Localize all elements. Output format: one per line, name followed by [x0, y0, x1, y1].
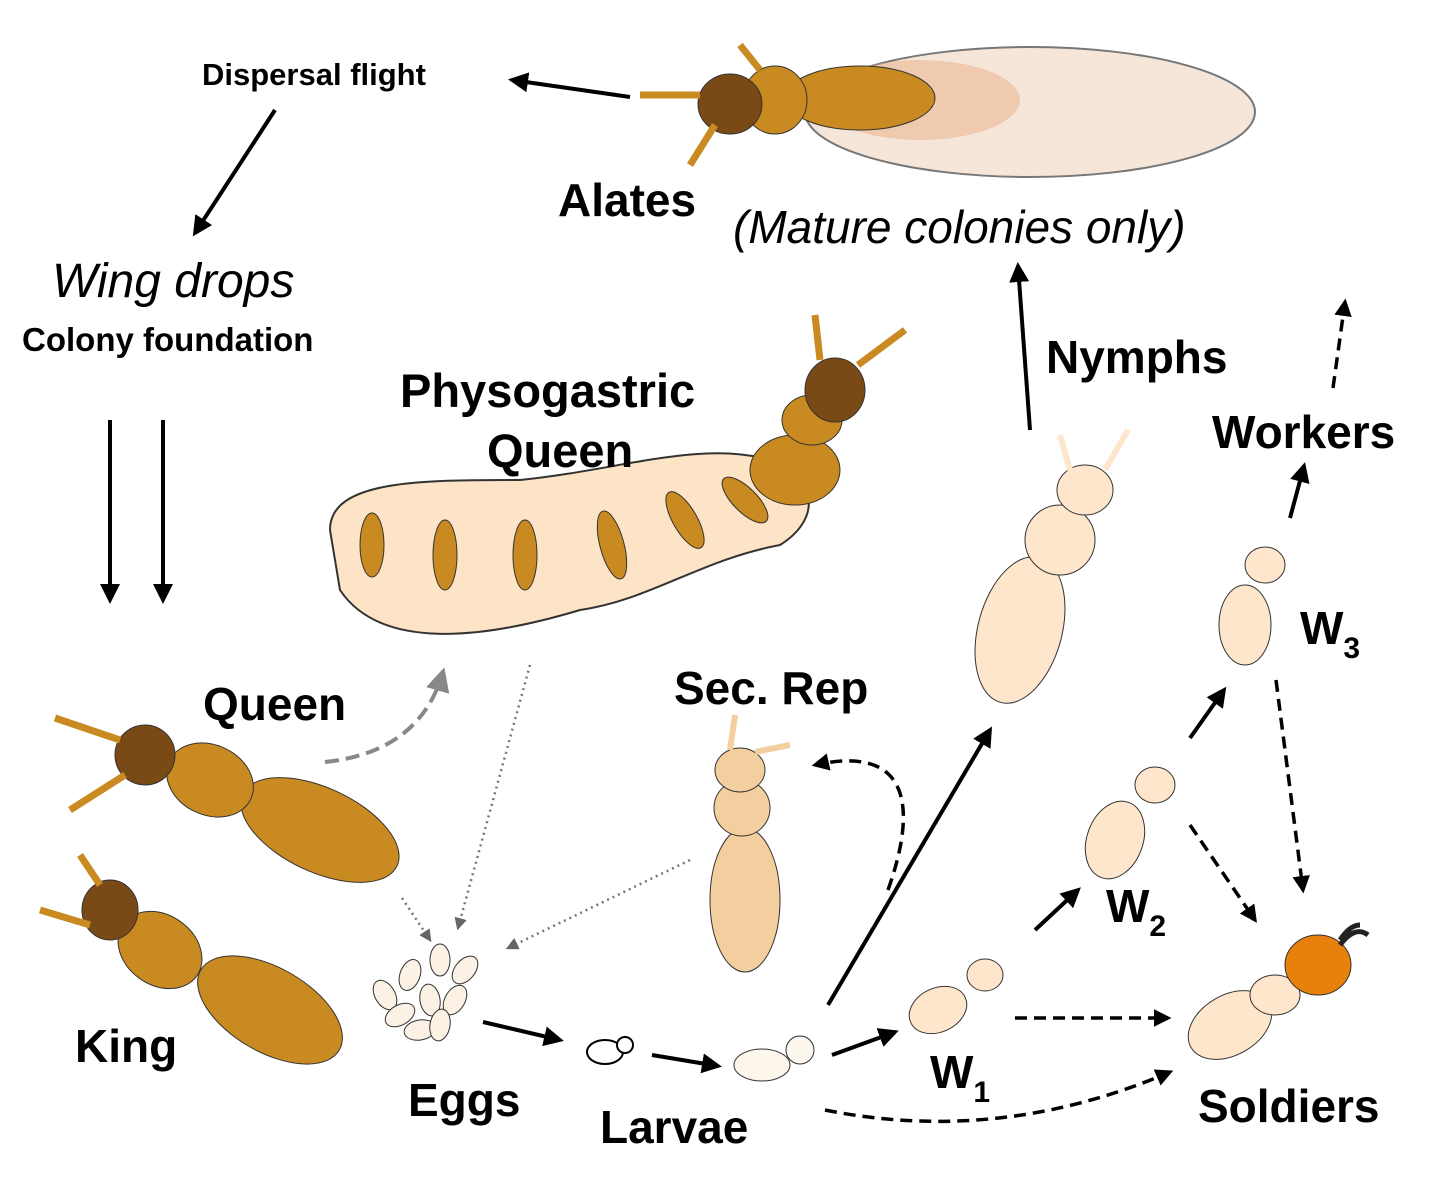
label-eggs: Eggs [408, 1074, 520, 1126]
arrow-larva-to-w1 [831, 1028, 899, 1057]
arrow-nymphs-to-alates [1009, 262, 1032, 431]
dashed-arrows [811, 298, 1352, 1124]
arrow-larva-to-soldiers [824, 1069, 1174, 1124]
alate-termite-illustration [640, 42, 1256, 178]
w1-worker-illustration [908, 958, 1004, 1035]
arrow-workers-to-alates [1331, 298, 1352, 389]
physogastric-queen-illustration [328, 314, 908, 635]
w3-worker-illustration [1218, 546, 1286, 666]
arrow-queen-to-eggs [400, 897, 432, 943]
nymph-illustration [974, 428, 1131, 704]
arrow-w2-to-soldiers [1188, 824, 1257, 923]
label-w2: W2 [1106, 880, 1166, 943]
label-larvae: Larvae [600, 1101, 748, 1153]
arrow-w3-to-workers [1288, 462, 1310, 519]
soldier-illustration [1187, 922, 1370, 1060]
arrow-larva-to-nymph [826, 726, 993, 1007]
label-alates: Alates [558, 174, 696, 226]
label-colony-foundation: Colony foundation [22, 321, 313, 358]
arrow-physogastric-to-eggs [454, 664, 532, 931]
label-workers: Workers [1212, 406, 1395, 458]
arrow-w2-to-w3 [1188, 686, 1227, 740]
label-physogastric-queen: Queen [487, 424, 633, 477]
label-nymphs: Nymphs [1046, 331, 1227, 383]
w2-worker-illustration [1084, 766, 1176, 880]
larva-small-illustration [586, 1036, 634, 1065]
label-sec-rep: Sec. Rep [674, 662, 868, 714]
arrow-w3-to-soldiers [1274, 679, 1310, 894]
arrow-larva-to-larva [651, 1053, 722, 1074]
label-w3: W3 [1300, 602, 1360, 665]
secondary-reproductive-illustration [709, 714, 791, 973]
label-wing-drops: Wing drops [52, 255, 294, 308]
arrow-larva-to-sec-rep [811, 753, 906, 891]
arrow-alates-to-dispersal [508, 72, 631, 99]
queen-illustration [53, 714, 400, 883]
label-dispersal-flight: Dispersal flight [202, 57, 426, 92]
arrow-w1-to-w2 [1033, 887, 1081, 932]
arrow-sec-rep-to-eggs [505, 858, 691, 950]
label-w1: W1 [930, 1046, 990, 1109]
larva-large-illustration [733, 1035, 815, 1082]
arrow-eggs-to-larva [482, 1020, 564, 1047]
label-mature-colonies-only: (Mature colonies only) [733, 201, 1186, 253]
label-queen: Queen [203, 678, 346, 730]
dotted-arrows [400, 664, 691, 950]
arrow-dispersal-to-wing-drops [192, 108, 277, 237]
solid-arrows [100, 72, 1310, 1074]
king-illustration [38, 853, 343, 1065]
eggs-illustration [372, 943, 479, 1042]
arrow-queen-to-physogastric-queen [324, 667, 450, 764]
label-king: King [75, 1020, 177, 1072]
label-physogastric: Physogastric [400, 364, 695, 417]
label-soldiers: Soldiers [1198, 1080, 1380, 1132]
